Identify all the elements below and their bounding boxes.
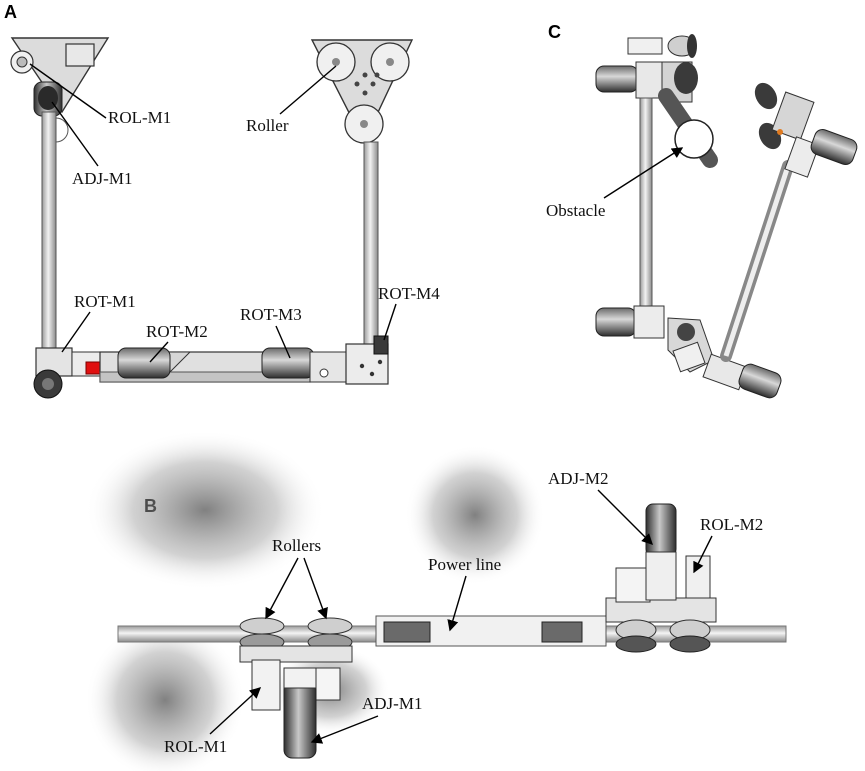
- label-rot-m3-a: ROT-M3: [240, 305, 302, 324]
- leader-rollers-b-left: [265, 557, 299, 620]
- label-rot-m2-a: ROT-M2: [146, 322, 208, 341]
- c-right-head: [754, 82, 858, 178]
- label-rot-m4-a: ROT-M4: [378, 284, 440, 303]
- b-left-assembly: [239, 617, 353, 759]
- rot-m2-motor: [117, 347, 171, 379]
- label-rol-m1-b: ROL-M1: [164, 737, 227, 756]
- leader-adj-m2-b: [597, 489, 653, 545]
- panel-a-letter: A: [4, 2, 17, 22]
- leader-adj-m1-b: [310, 715, 379, 744]
- leader-roller-a: [279, 65, 337, 115]
- leader-rol-m2-b: [693, 535, 713, 574]
- leader-power-line-b: [447, 575, 467, 632]
- label-rollers-b: Rollers: [272, 536, 321, 555]
- leader-rol-m1-a: [29, 63, 107, 119]
- label-adj-m2-b: ADJ-M2: [548, 469, 608, 488]
- label-adj-m1-b: ADJ-M1: [362, 694, 422, 713]
- right-arm-rod: [363, 141, 379, 349]
- leader-rot-m3-a: [275, 325, 291, 359]
- label-rot-m1-a: ROT-M1: [74, 292, 136, 311]
- label-rol-m2-b: ROL-M2: [700, 515, 763, 534]
- base-frame: [33, 335, 389, 399]
- panel-c: C: [546, 22, 858, 399]
- label-power-line-b: Power line: [428, 555, 501, 574]
- leader-obstacle-c: [603, 147, 684, 199]
- leader-adj-m1-a: [51, 101, 99, 167]
- leader-rot-m1-a: [61, 311, 91, 353]
- panel-b: B: [85, 430, 787, 771]
- left-arm-rod: [41, 111, 57, 353]
- label-adj-m1-a: ADJ-M1: [72, 169, 132, 188]
- leader-rol-m1-b: [209, 687, 262, 735]
- b-right-assembly: [605, 503, 717, 653]
- panel-c-letter: C: [548, 22, 561, 42]
- panel-a: A: [4, 2, 440, 399]
- right-roller-plate: [310, 39, 414, 144]
- label-obstacle-c: Obstacle: [546, 201, 605, 220]
- leader-rot-m4-a: [383, 303, 397, 341]
- label-roller-a: Roller: [246, 116, 289, 135]
- left-roller-plate: [10, 37, 110, 143]
- c-bottom-left-assembly: [595, 305, 782, 399]
- leader-rollers-b-right: [303, 557, 328, 620]
- c-left-rod: [639, 97, 653, 311]
- obstacle-circle: [674, 119, 714, 159]
- leader-rot-m2-a: [149, 341, 169, 363]
- b-adj-m2-motor: [645, 503, 677, 557]
- label-rol-m1-a: ROL-M1: [108, 108, 171, 127]
